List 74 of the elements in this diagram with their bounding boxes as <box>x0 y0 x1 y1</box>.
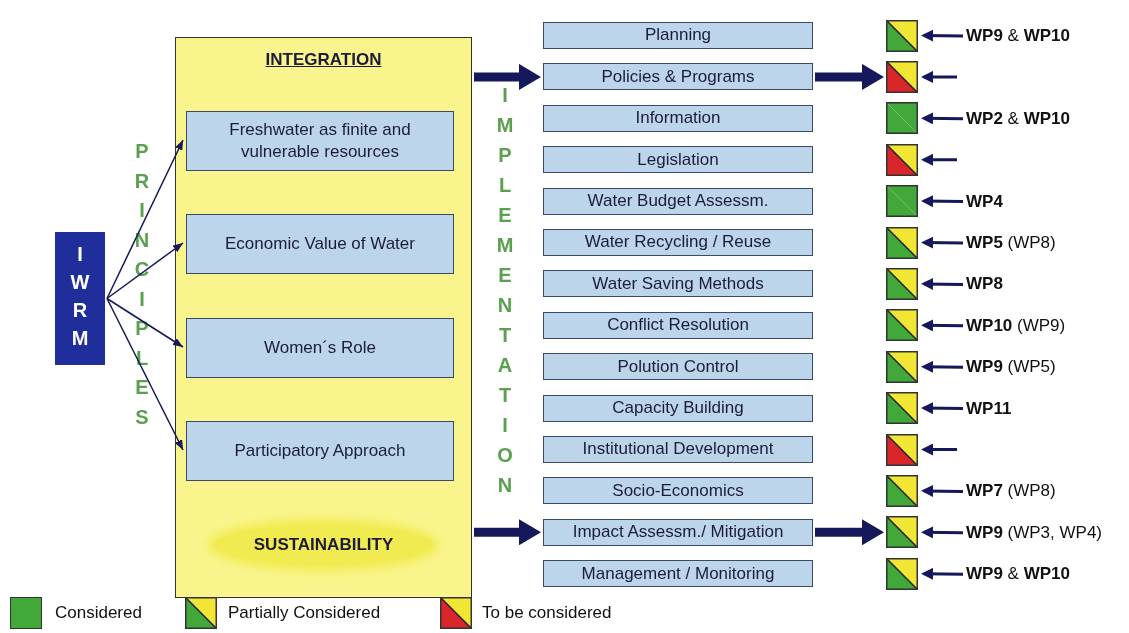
process-box: Polution Control <box>543 353 813 381</box>
work-package-text: WP10 (WP9) <box>966 312 1066 339</box>
legend-text: Partially Considered <box>228 603 381 623</box>
status-square <box>886 185 918 218</box>
status-square <box>886 433 918 466</box>
arrow <box>921 567 964 580</box>
status-square <box>886 19 918 52</box>
process-box: Socio-Economics <box>543 477 813 505</box>
arrow <box>815 63 884 90</box>
heading-text: SUSTAINABILITY <box>214 525 433 565</box>
arrow <box>921 526 964 539</box>
status-square <box>886 392 918 425</box>
work-package-text: WP4 <box>966 188 1003 215</box>
legend-text: Considered <box>55 603 142 623</box>
work-package-text: WP9 (WP3, WP4) <box>966 519 1102 546</box>
status-square <box>886 309 918 342</box>
process-box: Management / Monitoring <box>543 560 813 588</box>
principle-box: Participatory Approach <box>186 421 454 481</box>
arrow <box>921 485 964 497</box>
arrow <box>921 443 957 456</box>
group-panel <box>175 37 472 598</box>
heading-text: INTEGRATION <box>265 50 382 70</box>
status-square <box>886 516 918 549</box>
process-box: Planning <box>543 22 813 49</box>
arrow <box>815 519 884 546</box>
arrow <box>474 63 541 90</box>
status-square <box>886 267 918 300</box>
status-square <box>886 60 918 93</box>
work-package-text: WP2 & WP10 <box>966 105 1070 132</box>
work-package-text: WP11 <box>966 395 1012 422</box>
principle-box: Economic Value of Water <box>186 214 454 274</box>
status-square <box>886 557 918 590</box>
arrow <box>106 242 184 300</box>
acronym-box: IWRM <box>55 232 105 365</box>
status-square <box>886 143 918 176</box>
process-box: Conflict Resolution <box>543 311 813 339</box>
arrow <box>106 297 184 348</box>
arrow <box>921 112 964 125</box>
process-box: Capacity Building <box>543 394 813 422</box>
status-square <box>886 350 918 383</box>
work-package-text: WP9 & WP10 <box>966 23 1070 49</box>
arrow <box>474 519 541 546</box>
arrow <box>921 402 964 415</box>
work-package-text: WP7 (WP8) <box>966 478 1056 505</box>
process-box: Policies & Programs <box>543 63 813 91</box>
principle-box: Freshwater as finite and vulnerable resources <box>186 111 454 171</box>
status-square <box>886 102 918 135</box>
legend-text: To be considered <box>482 603 612 623</box>
work-package-text: WP8 <box>966 271 1003 298</box>
arrow <box>921 319 964 332</box>
process-box: Water Saving Methods <box>543 270 813 298</box>
principle-box: Women´s Role <box>186 318 454 378</box>
arrow <box>921 236 964 249</box>
arrow <box>921 153 957 166</box>
arrow <box>921 360 964 373</box>
process-box: Water Recycling / Reuse <box>543 229 813 256</box>
arrow <box>921 195 964 208</box>
arrow <box>921 278 964 290</box>
vertical-label: PRINCIPLES <box>131 140 153 435</box>
process-box: Legislation <box>543 146 813 174</box>
process-box: Information <box>543 104 813 132</box>
arrow <box>921 29 964 42</box>
process-box: Water Budget Assessm. <box>543 187 813 215</box>
arrow <box>921 70 957 83</box>
process-box: Institutional Development <box>543 436 813 463</box>
arrow <box>106 139 184 300</box>
status-square <box>886 226 918 259</box>
arrow <box>106 297 184 451</box>
work-package-text: WP5 (WP8) <box>966 230 1056 256</box>
work-package-text: WP9 & WP10 <box>966 561 1070 588</box>
status-square <box>886 474 918 507</box>
vertical-label: IMPLEMENTATION <box>494 84 516 504</box>
work-package-text: WP9 (WP5) <box>966 354 1056 381</box>
process-box: Impact Assessm./ Mitigation <box>543 518 813 546</box>
